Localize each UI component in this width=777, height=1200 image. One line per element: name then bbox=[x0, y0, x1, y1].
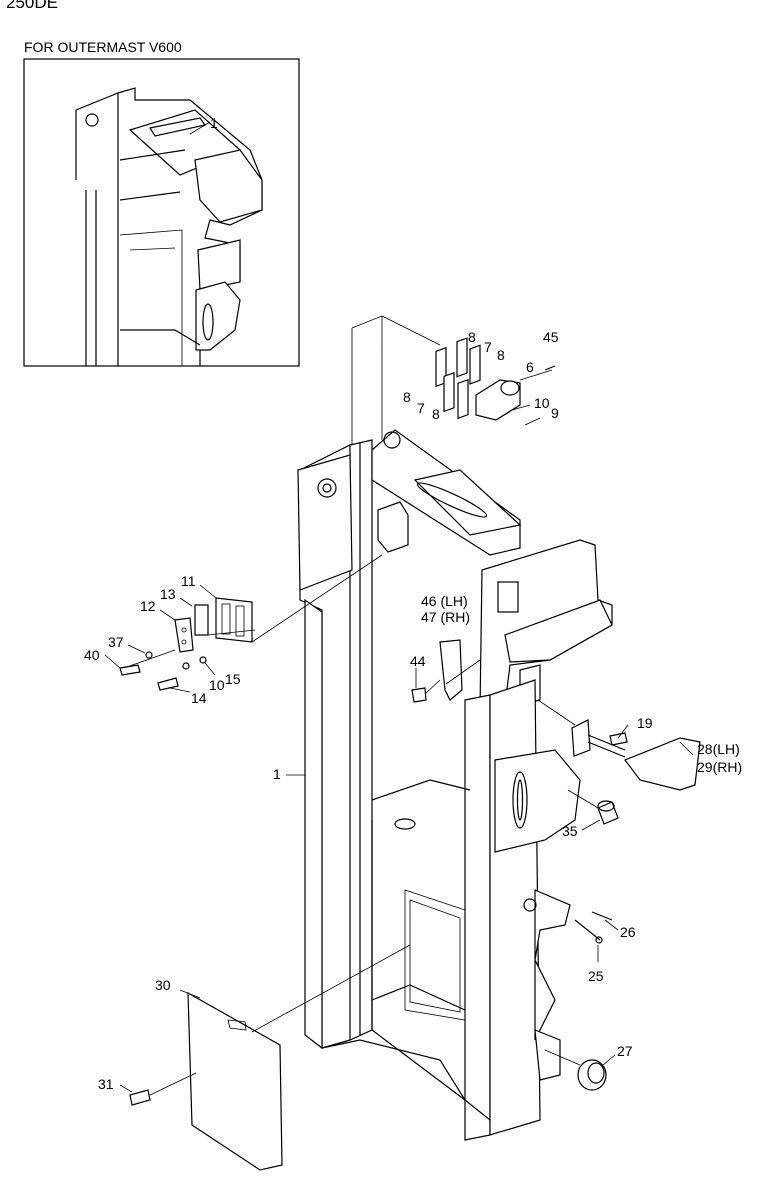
inset-title: FOR OUTERMAST V600 bbox=[24, 39, 182, 55]
callout-13: 13 bbox=[160, 586, 176, 602]
callout-8: 8 bbox=[468, 329, 476, 345]
callout-8: 8 bbox=[403, 389, 411, 405]
callout-45: 45 bbox=[543, 329, 559, 345]
callout-1: 1 bbox=[273, 766, 281, 782]
callout-7: 7 bbox=[417, 400, 425, 416]
callout-15: 15 bbox=[225, 671, 241, 687]
callout-14: 14 bbox=[191, 690, 207, 706]
inset-outermast: FOR OUTERMAST V600 1 bbox=[23, 39, 300, 367]
callout-31: 31 bbox=[98, 1076, 114, 1092]
callout-9: 9 bbox=[551, 405, 559, 421]
roller-35 bbox=[597, 801, 619, 825]
callout-35: 35 bbox=[562, 823, 578, 839]
cover-plate-30 bbox=[187, 991, 283, 1171]
callout-8: 8 bbox=[432, 406, 440, 422]
callout-29-rh: 29(RH) bbox=[697, 759, 742, 775]
model-header: 250DE bbox=[6, 0, 58, 12]
inset-frame bbox=[23, 58, 300, 367]
callout-46-lh: 46 (LH) bbox=[421, 593, 468, 609]
callout-11: 11 bbox=[181, 573, 196, 589]
callout-26: 26 bbox=[620, 924, 636, 940]
inset-callout-1: 1 bbox=[210, 115, 218, 131]
callout-7: 7 bbox=[484, 339, 492, 355]
left-parts bbox=[119, 554, 383, 691]
callout-10: 10 bbox=[534, 395, 550, 411]
callout-30: 30 bbox=[155, 977, 171, 993]
shims-group bbox=[435, 337, 481, 420]
callout-10: 10 bbox=[209, 677, 225, 693]
callout-12: 12 bbox=[140, 598, 156, 614]
callout-8: 8 bbox=[497, 347, 505, 363]
main-mast bbox=[297, 429, 613, 1141]
callout-6: 6 bbox=[526, 359, 534, 375]
callout-19: 19 bbox=[637, 715, 653, 731]
leader-lines bbox=[104, 584, 694, 1093]
callout-40: 40 bbox=[84, 647, 100, 663]
callout-47-rh: 47 (RH) bbox=[421, 609, 470, 625]
bolt-31 bbox=[129, 1089, 151, 1106]
bracket-46-47 bbox=[439, 639, 463, 701]
callouts: 8 7 8 45 6 8 7 8 10 9 11 13 12 37 40 10 … bbox=[84, 329, 742, 1092]
callout-28-lh: 28(LH) bbox=[697, 741, 740, 757]
callout-44: 44 bbox=[410, 653, 426, 669]
callout-37: 37 bbox=[108, 634, 124, 650]
mount-plate-19 bbox=[571, 719, 591, 757]
callout-27: 27 bbox=[617, 1043, 633, 1059]
guard-28-29 bbox=[624, 737, 701, 791]
callout-25: 25 bbox=[588, 968, 604, 984]
